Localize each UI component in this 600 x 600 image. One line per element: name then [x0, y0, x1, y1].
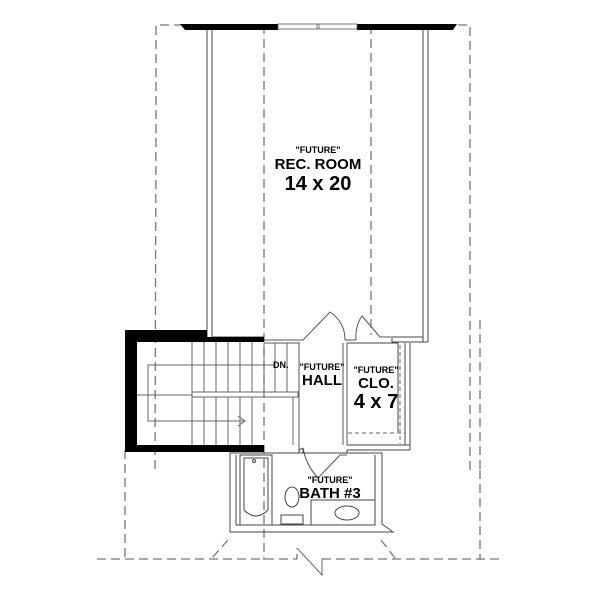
rec-room-size: 14 x 20 — [284, 173, 352, 195]
bath-name: BATH #3 — [299, 485, 361, 502]
bath-label: "FUTURE" BATH #3 — [293, 475, 367, 502]
closet-size: 4 x 7 — [353, 391, 399, 413]
hall-arches — [264, 311, 392, 479]
rec-room-label: "FUTURE" REC. ROOM 14 x 20 — [263, 145, 373, 195]
closet-rod-dashed — [348, 345, 405, 444]
break-line — [296, 547, 323, 577]
stairs — [137, 342, 299, 445]
closet-label: "FUTURE" CLO. 4 x 7 — [348, 365, 404, 413]
bath-walls — [229, 448, 395, 533]
stairs-down-label: DN. — [273, 360, 289, 370]
hall-name: HALL — [302, 372, 342, 389]
bathtub — [239, 454, 273, 526]
hall-status: "FUTURE" — [299, 362, 345, 372]
hall-label: "FUTURE" HALL — [294, 362, 350, 389]
toilet — [271, 455, 304, 525]
top-wall — [180, 23, 457, 30]
closet-walls — [347, 342, 411, 451]
stair-wall — [125, 330, 264, 452]
rec-room-walls — [206, 30, 429, 343]
roofline-dashed — [97, 24, 502, 560]
bath-status: "FUTURE" — [307, 475, 353, 485]
rec-room-status: "FUTURE" — [295, 145, 341, 155]
rec-room-name: REC. ROOM — [274, 156, 362, 173]
vanity — [310, 499, 375, 525]
closet-name: CLO. — [358, 375, 394, 392]
closet-status: "FUTURE" — [353, 365, 399, 375]
